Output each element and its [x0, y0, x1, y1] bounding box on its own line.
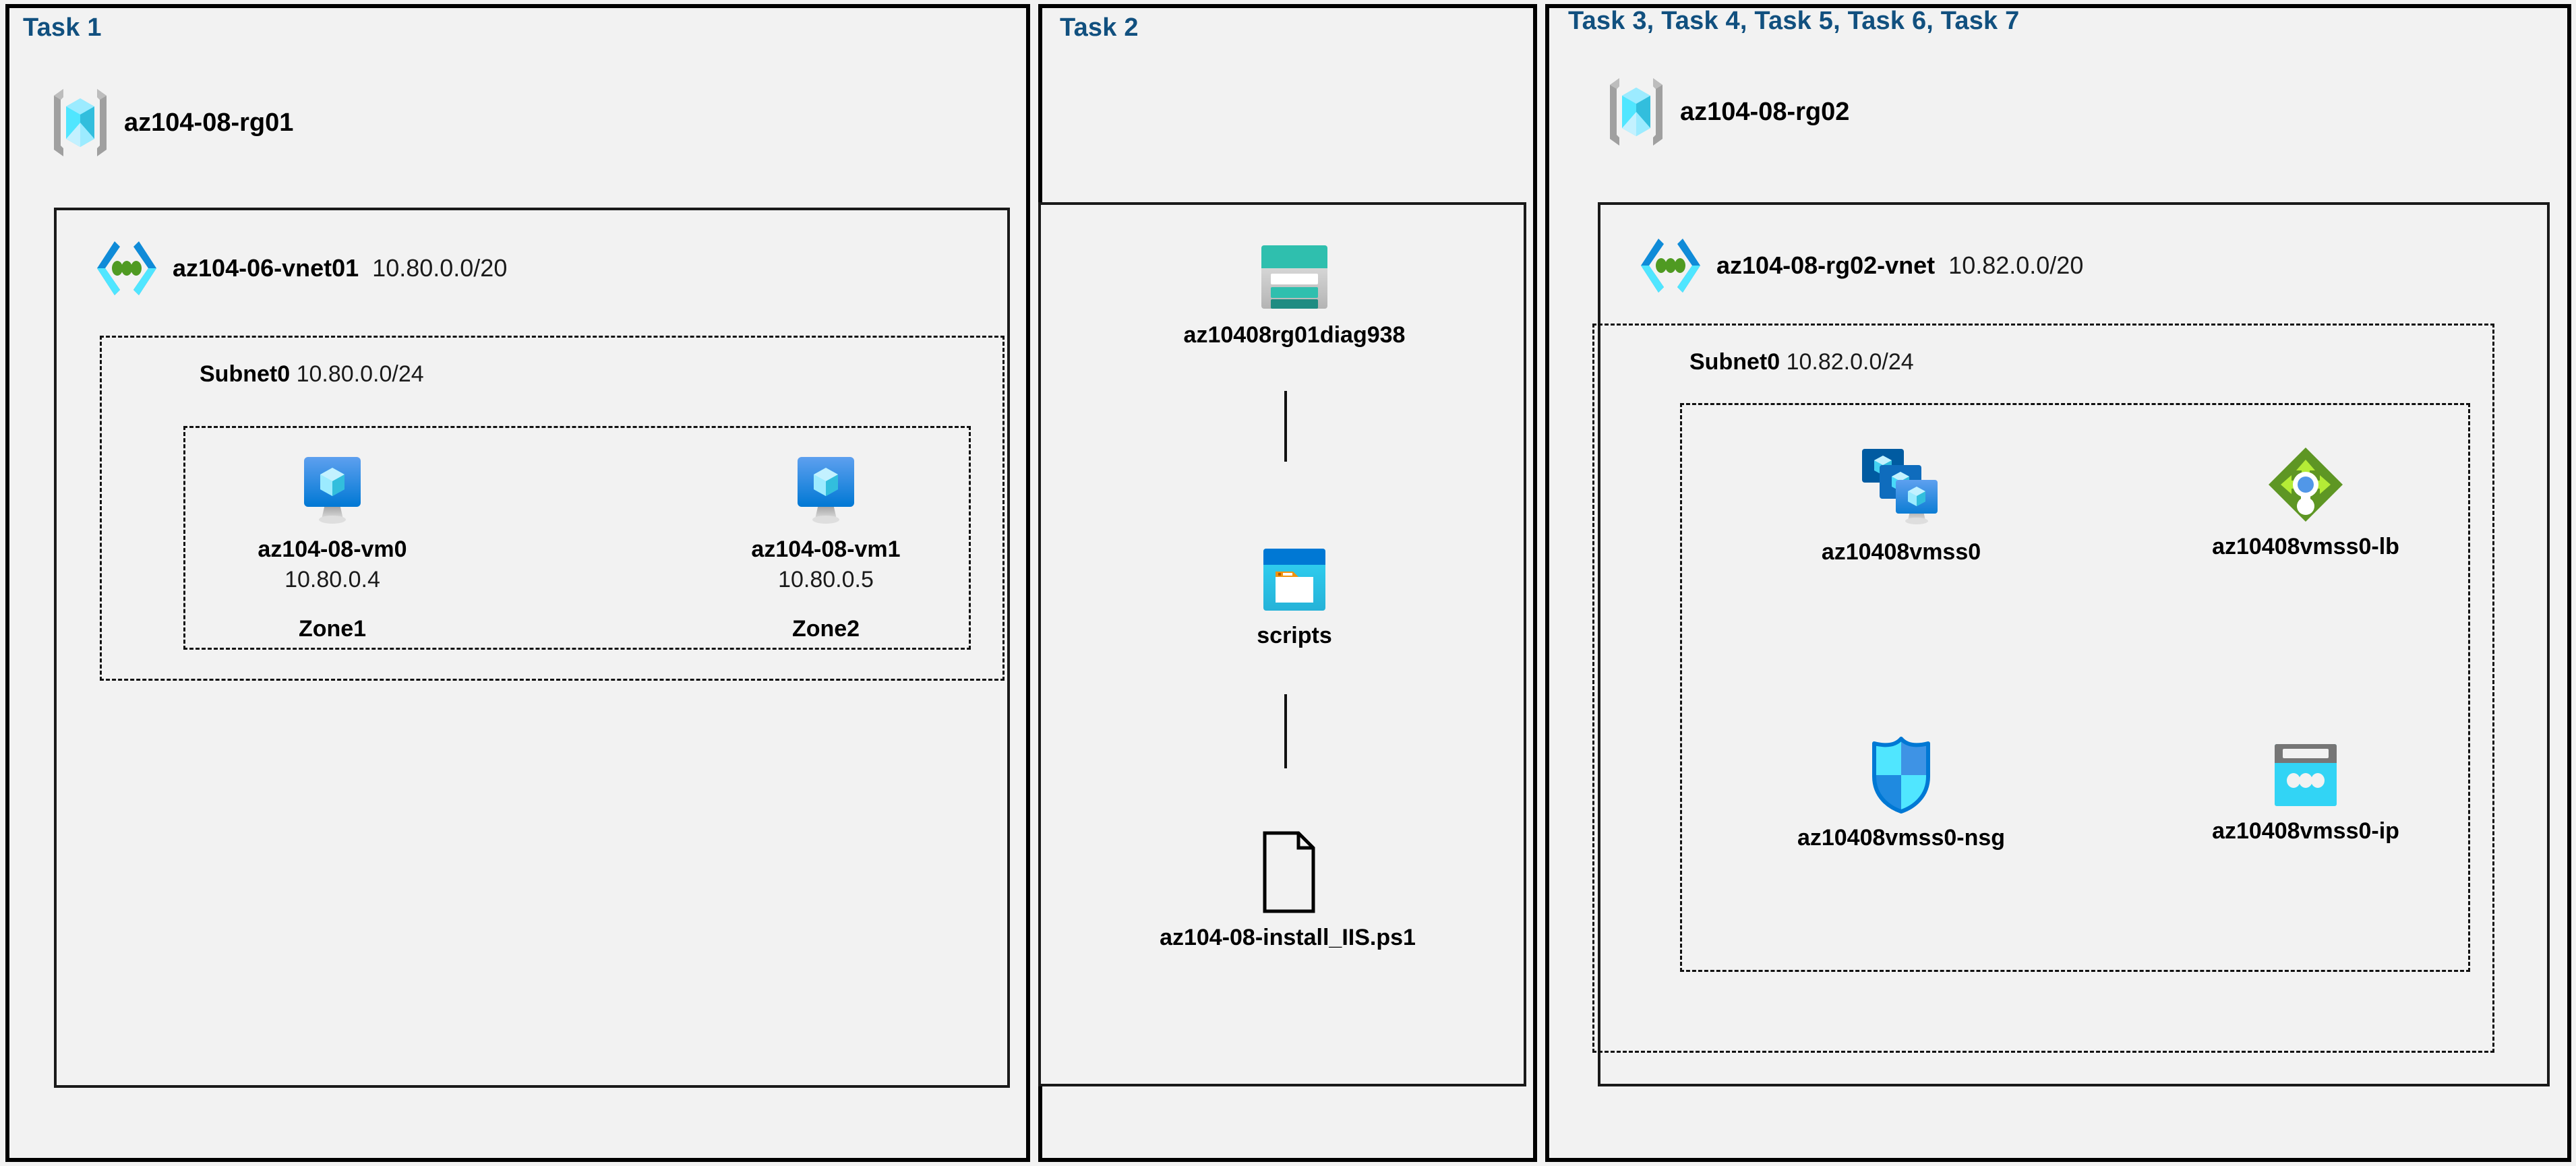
task-1-heading: Task 1 — [23, 13, 102, 42]
vnet-name-label: az104-06-vnet01 — [173, 254, 359, 282]
subnet-cidr-label: 10.80.0.0/24 — [296, 361, 424, 387]
public-ip-name-label: az10408vmss0-ip — [2212, 818, 2399, 844]
vnet-cidr-label: 10.80.0.0/20 — [372, 254, 508, 282]
resource-group-icon — [51, 86, 109, 159]
resource-group-container-rg02 — [1598, 202, 2550, 1086]
file-icon — [1254, 829, 1321, 915]
virtual-network-icon — [94, 236, 159, 301]
vm-ip-label: 10.80.0.5 — [778, 567, 874, 592]
vm-name-label: az104-08-vm1 — [751, 536, 901, 562]
subnet-title-rg01: Subnet0 10.80.0.0/24 — [200, 361, 424, 388]
subnet-name-label: Subnet0 — [200, 361, 291, 387]
virtual-machine-az104-08-vm1[interactable]: az104-08-vm1 10.80.0.5 Zone2 — [715, 452, 937, 642]
virtual-machine-icon — [295, 452, 370, 527]
public-ip-address-az10408vmss0-ip[interactable]: az10408vmss0-ip — [2178, 741, 2434, 845]
vnet-name-label: az104-08-rg02-vnet — [1716, 251, 1936, 279]
vm-zone-label: Zone2 — [791, 616, 860, 642]
storage-account-az10408rg01diag938[interactable]: az10408rg01diag938 — [1119, 243, 1470, 348]
virtual-machine-az104-08-vm0[interactable]: az104-08-vm0 10.80.0.4 Zone1 — [221, 452, 444, 642]
resource-group-az104-08-rg01[interactable]: az104-08-rg01 — [51, 86, 293, 159]
file-name-label: az104-08-install_IIS.ps1 — [1160, 925, 1416, 950]
vm-scale-set-az10408vmss0[interactable]: az10408vmss0 — [1766, 445, 2036, 565]
subnet-container-subnet0-rg02 — [1592, 324, 2494, 1053]
vm-name-label: az104-08-vm0 — [258, 536, 407, 562]
resource-group-icon — [1607, 75, 1665, 148]
task-3-7-heading: Task 3, Task 4, Task 5, Task 6, Task 7 — [1568, 7, 2020, 35]
subnet-cidr-label: 10.82.0.0/24 — [1786, 349, 1914, 375]
task-2-heading: Task 2 — [1060, 13, 1139, 42]
nsg-name-label: az10408vmss0-nsg — [1797, 825, 2006, 851]
task2-content-container — [1038, 202, 1526, 1086]
storage-account-label: az10408rg01diag938 — [1183, 322, 1406, 348]
blob-container-scripts[interactable]: scripts — [1160, 546, 1429, 649]
vm-ip-label: 10.80.0.4 — [284, 567, 380, 592]
public-ip-address-icon — [2271, 741, 2341, 809]
vnet-cidr-label: 10.82.0.0/20 — [1948, 251, 2084, 279]
load-balancer-name-label: az10408vmss0-lb — [2212, 534, 2399, 559]
file-az104-08-install-iis-ps1[interactable]: az104-08-install_IIS.ps1 — [1079, 829, 1497, 951]
virtual-machine-icon — [788, 452, 864, 527]
virtual-network-icon — [1638, 233, 1703, 298]
resource-group-label: az104-08-rg01 — [124, 108, 294, 137]
connector-storage-to-container — [1284, 391, 1287, 462]
blob-container-icon — [1261, 546, 1328, 613]
resource-group-label: az104-08-rg02 — [1680, 97, 1850, 126]
load-balancer-icon — [2266, 445, 2345, 524]
connector-container-to-file — [1284, 694, 1287, 768]
subnet-name-label: Subnet0 — [1689, 349, 1780, 375]
load-balancer-az10408vmss0-lb[interactable]: az10408vmss0-lb — [2178, 445, 2434, 560]
availability-zone-container — [183, 426, 971, 650]
vm-zone-label: Zone1 — [298, 616, 367, 642]
subnet-title-rg02: Subnet0 10.82.0.0/24 — [1689, 349, 1914, 375]
network-security-group-az10408vmss0-nsg[interactable]: az10408vmss0-nsg — [1753, 735, 2049, 851]
network-security-group-icon — [1866, 735, 1936, 816]
vmss-name-label: az10408vmss0 — [1821, 539, 1981, 565]
subnet-container-subnet0-rg01 — [100, 336, 1005, 681]
virtual-network-az104-08-rg02-vnet[interactable]: az104-08-rg02-vnet 10.82.0.0/20 — [1638, 233, 2083, 298]
storage-account-icon — [1257, 243, 1331, 313]
virtual-network-az104-06-vnet01[interactable]: az104-06-vnet01 10.80.0.0/20 — [94, 236, 507, 301]
blob-container-label: scripts — [1257, 623, 1332, 648]
vm-scale-set-icon — [1857, 445, 1946, 530]
scale-set-resources-container — [1680, 403, 2470, 972]
resource-group-az104-08-rg02[interactable]: az104-08-rg02 — [1607, 75, 1849, 148]
